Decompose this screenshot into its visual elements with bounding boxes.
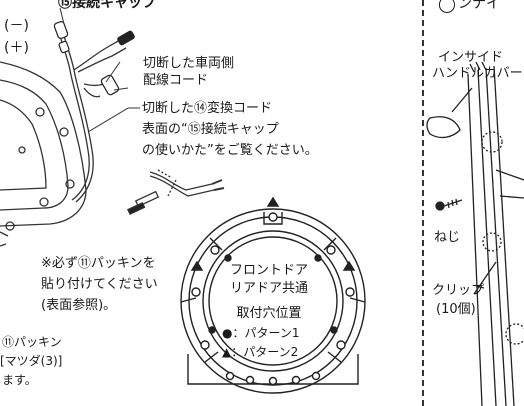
conversion-cord-illustration — [127, 169, 225, 215]
clip-count: (10個) — [436, 302, 476, 317]
screw-illustration — [435, 198, 463, 211]
speaker-bracket-illustration — [180, 196, 366, 394]
screw-label: ねじ — [434, 230, 461, 245]
must-apply-packing-line-1: ※必ず⑪パッキンを — [41, 256, 156, 271]
packing-label: ⑪パッキン — [2, 335, 62, 349]
cut-vehicle-wire-label-1: 切断した車両側 — [143, 56, 235, 71]
clip-illustration — [473, 261, 497, 295]
pattern-2-legend: ▲：パターン2 — [222, 345, 299, 359]
inside-handle-cover-illustration — [426, 61, 524, 406]
section-header-circle-icon: ◯ — [438, 0, 456, 13]
front-rear-common-line-1: フロントドア — [229, 263, 308, 278]
wiring-illustration — [57, 29, 127, 203]
connection-cap-title: ⑮接続キャップ — [58, 0, 156, 11]
cut-conversion-cord-label: 切断した⑭変換コード — [142, 101, 273, 116]
front-rear-common-line-2: リアドア共通 — [229, 281, 308, 296]
polarity-plus: (＋) — [4, 40, 29, 56]
door-panel-illustration — [0, 61, 87, 247]
must-apply-packing-line-3: (表面参照)。 — [41, 298, 117, 313]
mazda-reference: [マツダ(3)] — [0, 354, 63, 368]
handle-cover-label: ハンドルカバー — [432, 66, 523, 81]
sentence-fragment: ます。 — [2, 373, 37, 387]
polarity-minus: (－) — [4, 18, 29, 34]
see-cap-usage-line-1: 表面の“⑮接続キャップ — [142, 122, 279, 137]
mount-hole-title: 取付穴位置 — [236, 306, 302, 321]
clip-label: クリップ — [432, 283, 485, 298]
see-cap-usage-line-2: の使いかた”をご覧ください。 — [142, 143, 318, 158]
inside-label: インサイド — [438, 50, 504, 65]
connection-cap-illustration — [53, 21, 135, 96]
cut-vehicle-wire-label-2: 配線コード — [143, 73, 209, 88]
must-apply-packing-line-2: 貼り付けてください — [41, 277, 158, 292]
pattern-1-legend: ●：パターン1 — [222, 326, 300, 340]
section-divider — [422, 0, 424, 406]
section-header-text: ンナイ — [458, 0, 500, 12]
